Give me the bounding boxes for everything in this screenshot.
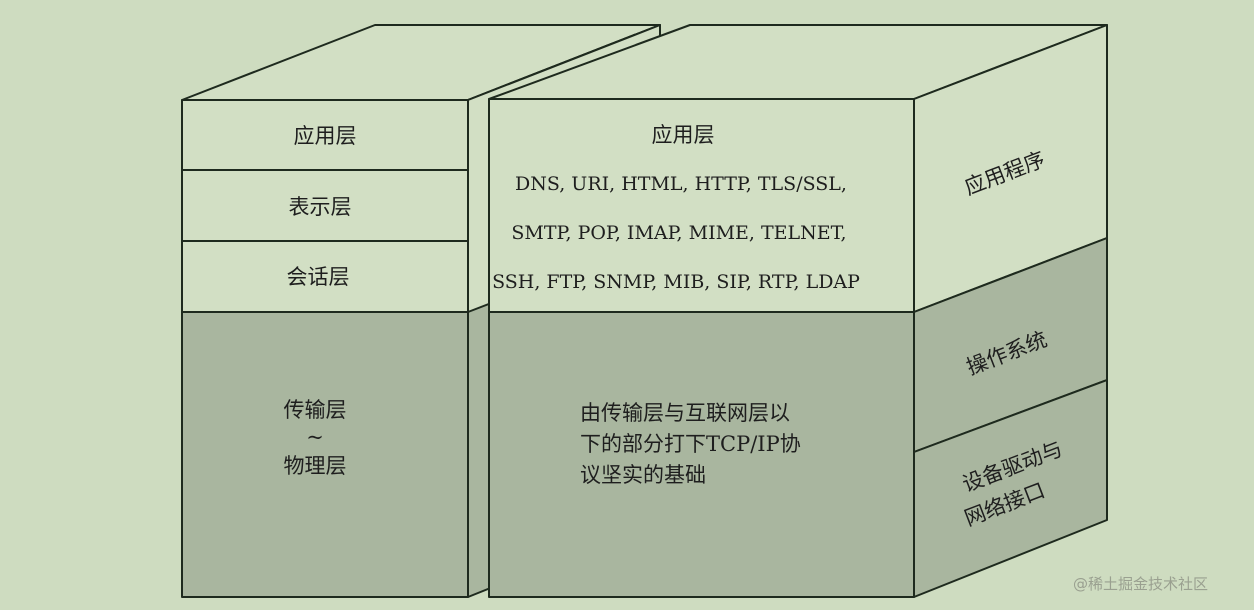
osi-transport-layer: 传输层 — [284, 398, 347, 422]
protocol-line: DNS, URI, HTML, HTTP, TLS/SSL, — [515, 173, 847, 195]
tcpip-lower-face — [488, 311, 915, 598]
tcpip-application-title: 应用层 — [652, 123, 715, 147]
osi-tilde: ~ — [306, 425, 324, 449]
side-driver-face — [913, 379, 1108, 598]
tcpip-lower-text: 由传输层与互联网层以 — [580, 401, 790, 425]
osi-physical-layer: 物理层 — [284, 454, 347, 478]
osi-session-layer: 会话层 — [287, 265, 350, 289]
osi-presentation-layer: 表示层 — [289, 195, 352, 219]
watermark: @稀土掘金技术社区 — [1073, 575, 1208, 593]
tcpip-upper-face — [488, 98, 915, 313]
tcpip-lower-text: 下的部分打下TCP/IP协 — [580, 432, 801, 456]
osi-upper-face — [181, 99, 469, 313]
osi-application-layer: 应用层 — [294, 124, 357, 148]
tcpip-lower-text: 议坚实的基础 — [580, 463, 706, 487]
protocol-line: SSH, FTP, SNMP, MIB, SIP, RTP, LDAP — [492, 271, 860, 293]
protocol-line: SMTP, POP, IMAP, MIME, TELNET, — [511, 222, 846, 244]
osi-lower-face — [181, 311, 469, 598]
